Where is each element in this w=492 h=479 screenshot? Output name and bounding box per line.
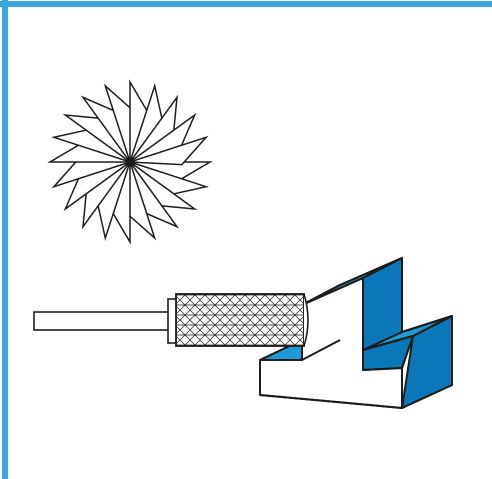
cutter-end-view-icon bbox=[47, 79, 213, 245]
tool-cutting-head-knurl bbox=[175, 293, 305, 347]
cutter-tooth bbox=[129, 135, 209, 166]
cutting-tool bbox=[33, 293, 309, 347]
tool-cutting-head-end bbox=[303, 293, 309, 347]
workpiece-block bbox=[259, 257, 453, 409]
tool-shank bbox=[33, 311, 175, 331]
